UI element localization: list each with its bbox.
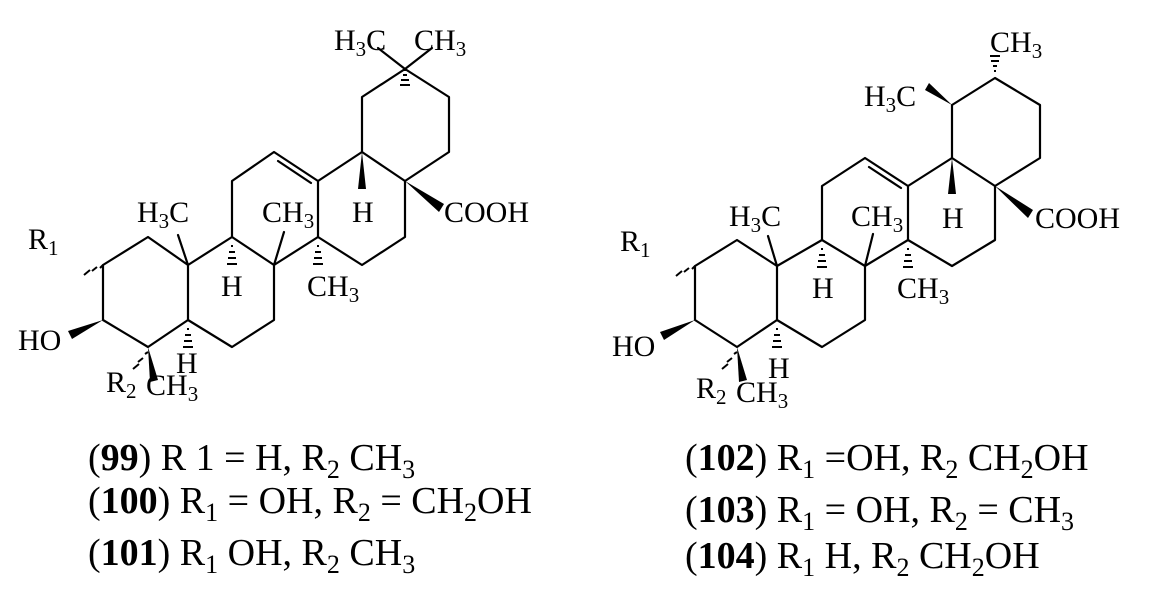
structure-left: H3C CH3 COOH H H3C CH3 H CH3 R1 HO H R2 … <box>18 24 529 406</box>
h-label: H <box>768 352 790 385</box>
ch3-label: CH3 <box>990 26 1042 63</box>
caption-101: (101) R1 OH, R2 CH3 <box>88 532 415 579</box>
caption-104: (104) R1 H, R2 CH2OH <box>685 535 1040 582</box>
r1-label: R1 <box>28 223 59 260</box>
h3c-label: H3C <box>334 24 386 61</box>
h-label: H <box>942 202 964 235</box>
caption-102: (102) R1 =OH, R2 CH2OH <box>685 437 1089 484</box>
structure-left-hashes <box>83 69 410 370</box>
h-label: H <box>812 272 834 305</box>
structure-left-labels: H3C CH3 COOH H H3C CH3 H CH3 R1 HO H R2 … <box>18 24 529 406</box>
ch3-label: CH3 <box>414 24 466 61</box>
h3c-label: H3C <box>864 80 916 117</box>
caption-100: (100) R1 = OH, R2 = CH2OH <box>88 480 532 527</box>
caption-99: (99) R 1 = H, R2 CH3 <box>88 437 415 484</box>
structure-left-wedges <box>68 152 444 382</box>
structure-right: CH3 H3C COOH H H3C CH3 H CH3 R1 HO H R2 … <box>612 26 1120 413</box>
ch3-label: CH3 <box>307 270 359 307</box>
cooh-label: COOH <box>444 196 529 229</box>
captions-right: (102) R1 =OH, R2 CH2OH (103) R1 = OH, R2… <box>685 437 1089 582</box>
r2-label: R2 <box>106 366 137 403</box>
ch3-label: CH3 <box>897 272 949 309</box>
h-label: H <box>352 196 374 229</box>
h-label: H <box>176 347 198 380</box>
ho-label: HO <box>612 330 655 363</box>
r2-label: R2 <box>696 372 727 409</box>
r1-label: R1 <box>620 225 651 262</box>
ch3-label: CH3 <box>262 196 314 233</box>
ch3-label: CH3 <box>851 200 903 237</box>
cooh-label: COOH <box>1035 202 1120 235</box>
structure-right-wedges <box>660 83 1033 382</box>
structure-right-hashes <box>675 55 1000 370</box>
structure-right-labels: CH3 H3C COOH H H3C CH3 H CH3 R1 HO H R2 … <box>612 26 1120 413</box>
captions-left: (99) R 1 = H, R2 CH3 (100) R1 = OH, R2 =… <box>88 437 532 579</box>
h3c-label: H3C <box>137 196 189 233</box>
caption-103: (103) R1 = OH, R2 = CH3 <box>685 489 1074 536</box>
ho-label: HO <box>18 324 61 357</box>
h-label: H <box>221 270 243 303</box>
h3c-label: H3C <box>729 200 781 237</box>
